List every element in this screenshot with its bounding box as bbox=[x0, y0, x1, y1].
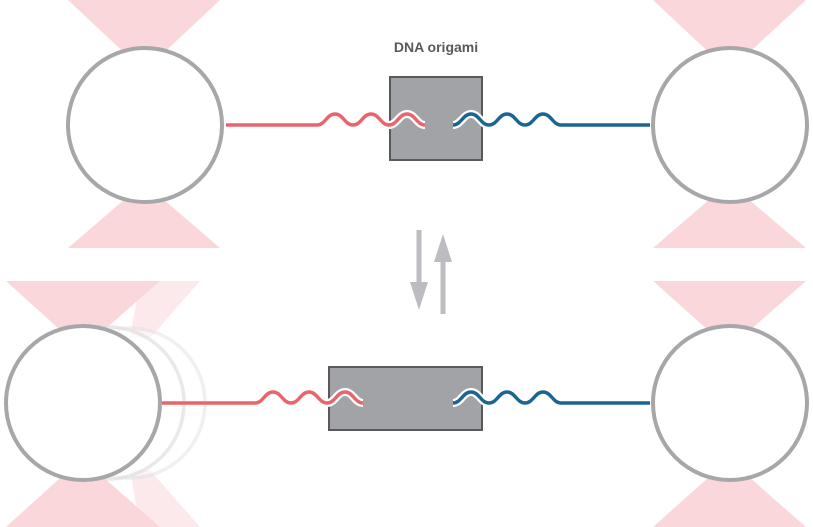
bead-bottom-right bbox=[651, 324, 809, 482]
laser-trap-bottom-right bbox=[653, 281, 806, 527]
laser-trap-top-left bbox=[68, 0, 220, 248]
laser-trap-bottom-left bbox=[6, 281, 160, 527]
laser-trap-bottom-left-ghost bbox=[130, 281, 200, 527]
arrow-up-icon bbox=[434, 234, 452, 314]
state-unfolded bbox=[4, 324, 809, 482]
equilibrium-arrows bbox=[410, 230, 452, 314]
laser-trap-top-right bbox=[653, 0, 806, 248]
bead-top-left bbox=[66, 46, 224, 204]
bead-bottom-left bbox=[4, 324, 162, 482]
origami-title: DNA origami bbox=[394, 39, 478, 55]
state-folded bbox=[66, 46, 809, 204]
bead-top-right bbox=[651, 46, 809, 204]
arrow-down-icon bbox=[410, 230, 428, 310]
